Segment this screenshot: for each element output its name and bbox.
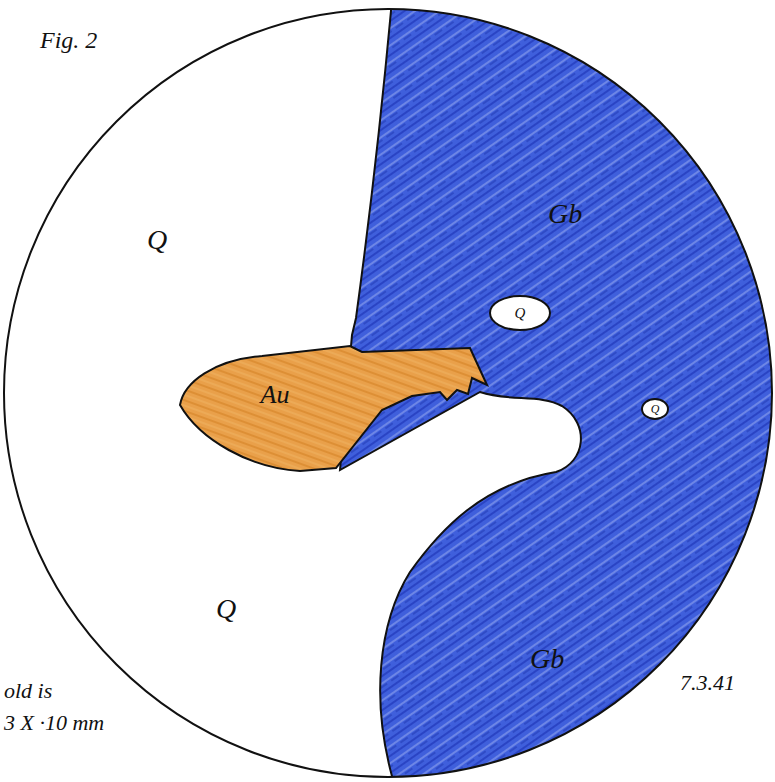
scale-note: 3 X ·10 mm <box>4 712 104 734</box>
gold-grain <box>180 346 487 471</box>
field-content <box>180 0 775 782</box>
scale-note: old is <box>4 680 52 702</box>
field-circle <box>4 9 772 777</box>
mineral-label: Gb <box>530 645 564 673</box>
mineral-label: Q <box>515 306 526 321</box>
gb-region: GbGbQQ <box>330 0 775 782</box>
quartz-inclusion <box>490 296 550 330</box>
mineral-label: Q <box>216 595 236 623</box>
quartz-inclusion: Q <box>490 296 550 330</box>
mineral-label: Gb <box>548 200 582 228</box>
quartz-inclusion <box>642 399 668 419</box>
figure-number: Fig. 2 <box>40 28 97 52</box>
gold-grain: Au <box>230 370 320 420</box>
mineral-label: Q <box>651 403 660 415</box>
mineral-label: Au <box>261 382 290 408</box>
mineral-label: Q <box>147 226 167 254</box>
date-note: 7.3.41 <box>680 672 735 694</box>
quartz-inclusion: Q <box>642 399 668 419</box>
